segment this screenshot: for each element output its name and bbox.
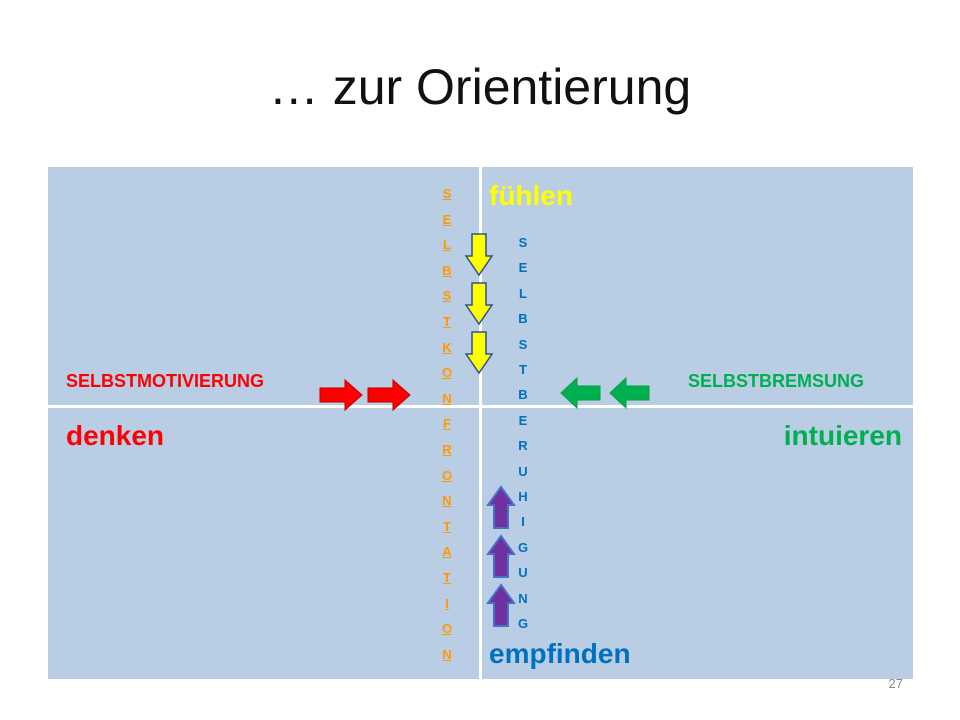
arrow-down-icon [464, 331, 494, 375]
label-selbstbremsung: SELBSTBREMSUNG [687, 371, 864, 391]
slide-title: … zur Orientierung [268, 59, 692, 115]
vertical-letter: N [518, 590, 528, 606]
vertical-letter: H [518, 489, 528, 505]
label-fuehlen: fühlen [489, 180, 573, 211]
vertical-letter: E [518, 412, 528, 428]
vertical-letter: N [442, 646, 452, 662]
vertical-letter: S [442, 186, 452, 201]
arrow-up-icon [486, 583, 516, 627]
vertical-letter: O [441, 365, 453, 381]
vertical-letter: B [518, 311, 528, 327]
quadrant-bottom-right [482, 408, 913, 679]
arrow-up-icon [486, 534, 516, 578]
vertical-letter: S [518, 336, 528, 352]
label-selbstmotivierung: SELBSTMOTIVIERUNG [66, 371, 265, 391]
vertical-letter: B [442, 262, 452, 278]
label-empfinden: empfinden [489, 638, 631, 669]
arrow-right-icon [367, 378, 411, 412]
vertical-letter: E [442, 211, 452, 227]
vertical-letter: K [442, 339, 452, 355]
vertical-letter: R [442, 441, 452, 457]
vertical-letter: O [441, 467, 453, 483]
label-intuieren: intuieren [783, 420, 902, 451]
vertical-letter: A [442, 544, 452, 560]
arrow-down-icon [464, 233, 494, 375]
arrow-up-icon [486, 485, 516, 529]
vertical-letter: N [442, 493, 452, 509]
vertical-letter: S [442, 288, 452, 304]
arrow-left-icon [609, 376, 650, 410]
vertical-letter: T [443, 518, 451, 534]
vertical-letter: T [443, 313, 451, 329]
quadrant-grid [48, 167, 913, 679]
vertical-letter: G [517, 616, 529, 632]
quadrant-bottom-left [48, 408, 479, 679]
quadrant-top-right [482, 167, 913, 405]
vertical-letter: S [518, 235, 528, 250]
vertical-letter: U [518, 463, 528, 479]
vertical-letter: R [518, 438, 528, 454]
arrow-left-icon [560, 376, 650, 410]
vertical-letter: G [517, 539, 529, 555]
vertical-letter: B [518, 387, 528, 403]
vertical-letter: I [445, 595, 449, 611]
arrow-right-icon [319, 378, 363, 412]
vertical-letter: I [521, 514, 525, 530]
vertical-letter: E [518, 260, 528, 276]
arrow-right-icon [319, 378, 411, 412]
vertical-letter: T [519, 362, 527, 378]
arrow-up-icon [486, 485, 516, 627]
vertical-letter: L [443, 237, 451, 253]
page-number: 27 [888, 676, 903, 691]
vertical-letter: L [519, 285, 527, 301]
label-denken: denken [66, 420, 165, 451]
vertical-letter: O [441, 621, 453, 637]
arrow-down-icon [464, 233, 494, 277]
quadrant-top-left [48, 167, 479, 405]
vertical-letter: N [442, 390, 452, 406]
vertical-letter: F [443, 416, 451, 432]
vertical-letter: U [518, 565, 528, 581]
vertical-letter: T [443, 569, 451, 585]
arrow-left-icon [560, 376, 601, 410]
arrow-down-icon [464, 282, 494, 326]
